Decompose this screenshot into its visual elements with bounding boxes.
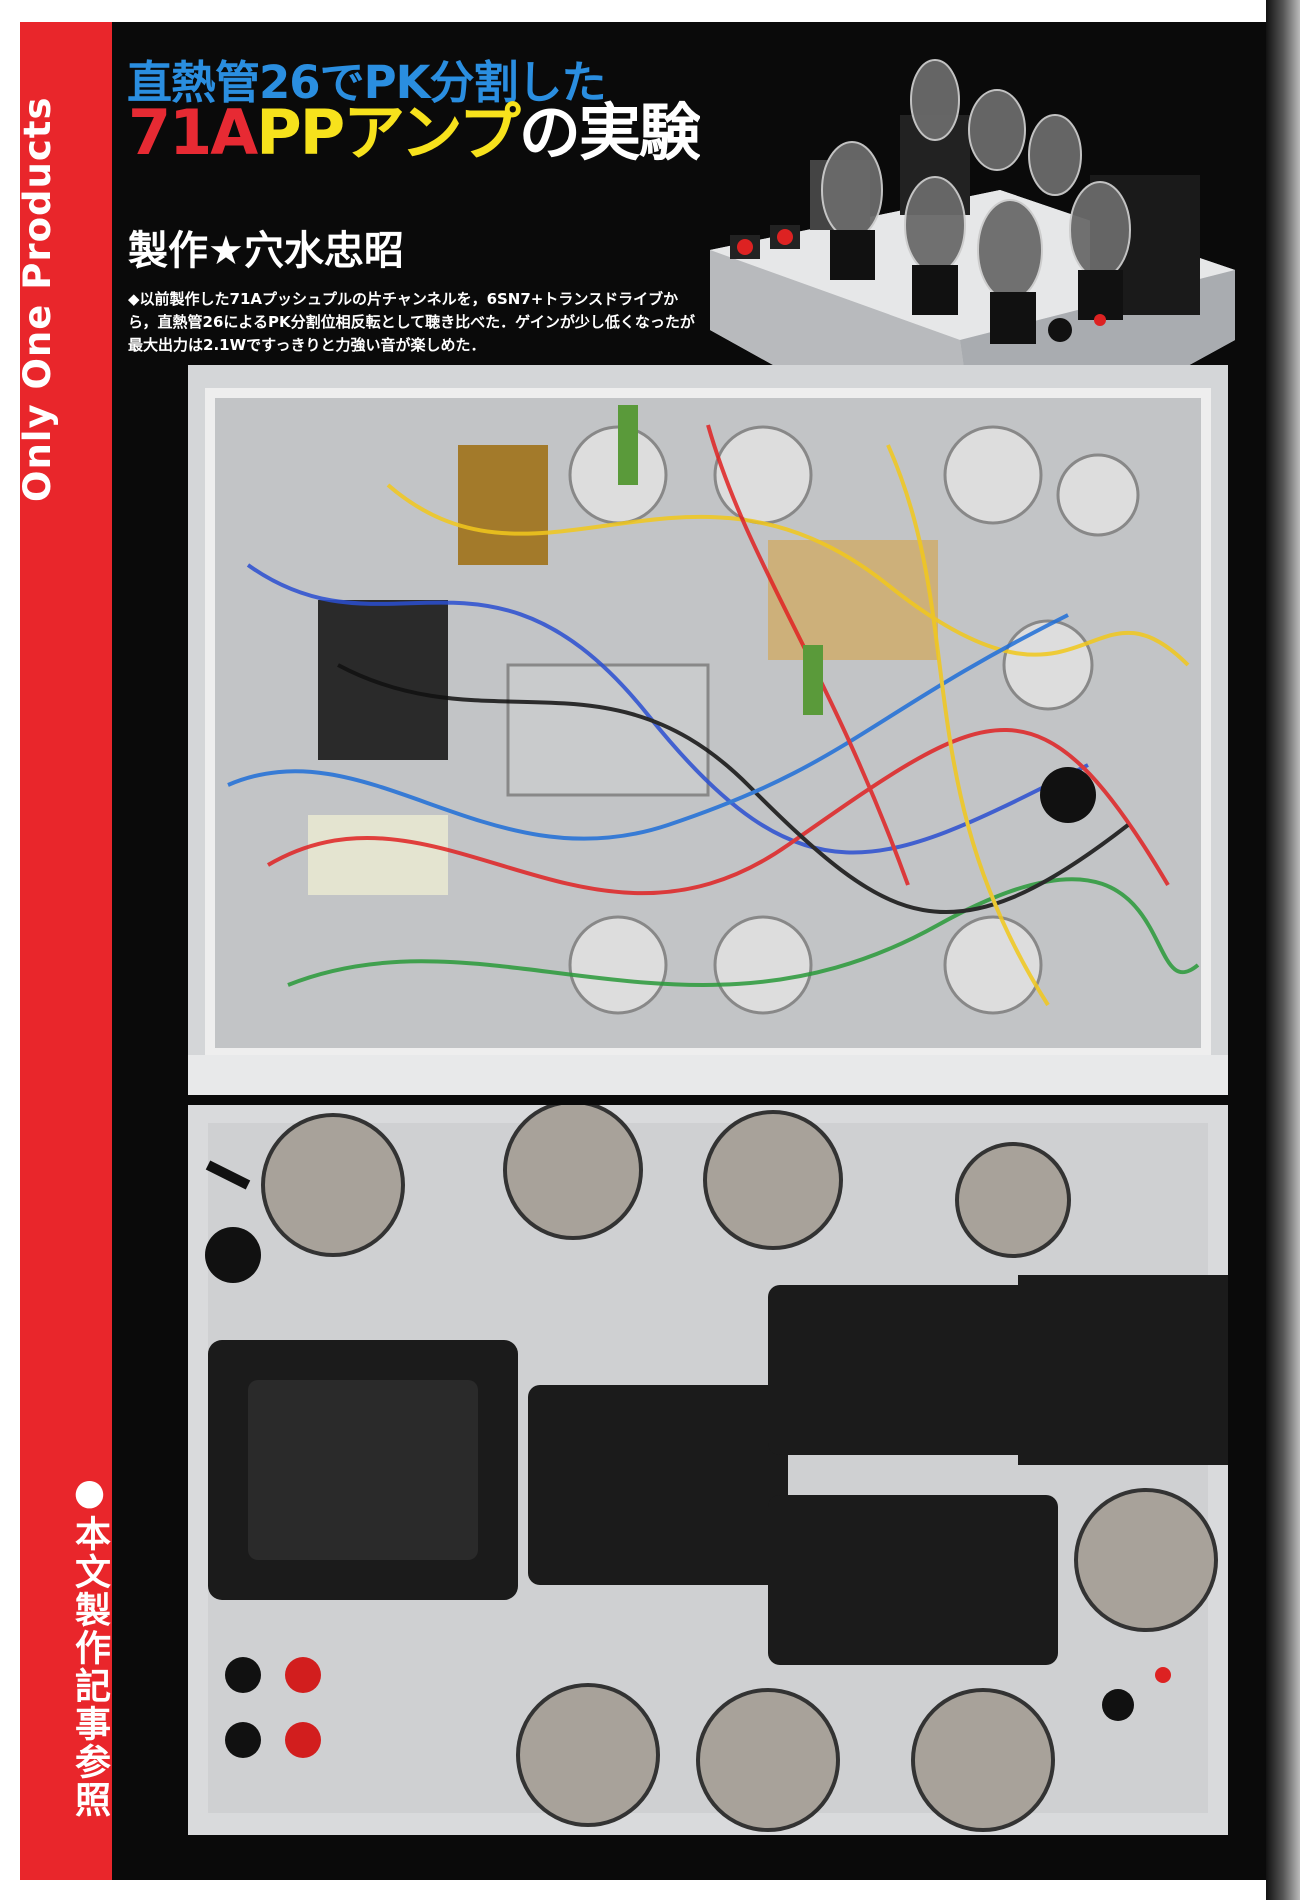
title-part-red: 71A <box>128 96 258 169</box>
page-edge-shadow <box>1266 0 1300 1900</box>
title-part-yellow: PPアンプ <box>256 96 521 169</box>
title-line-1: 直熱管26でPK分割した <box>127 56 606 109</box>
chassis-top-photo <box>188 1105 1228 1835</box>
author-credit: 製作★穴水忠昭 <box>128 228 404 274</box>
title-part-white: の実験 <box>518 96 701 169</box>
photo-caption: ◆以前製作した71Aプッシュプルの片チャンネルを，6SN7+トランスドライブから… <box>128 290 695 354</box>
sidebar-reference-note: ●本文製作記事参照 <box>69 1472 110 1819</box>
title-line-2: 71APPアンプの実験 <box>128 96 701 169</box>
sidebar-red-band <box>20 22 112 1880</box>
sidebar-brand-text: Only One Products <box>16 96 59 503</box>
chassis-wiring-photo <box>188 365 1228 1095</box>
